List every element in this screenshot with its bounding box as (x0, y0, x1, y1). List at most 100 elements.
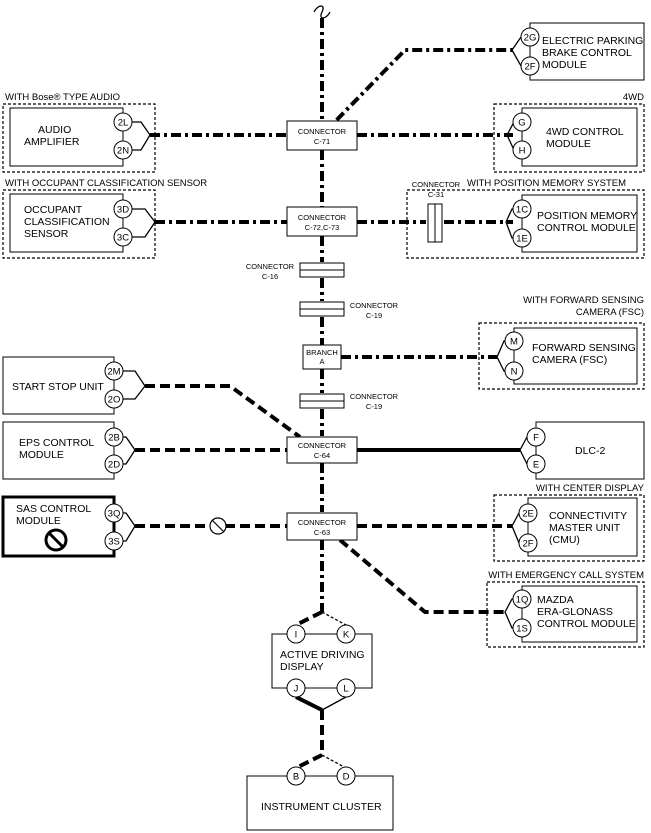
svg-text:START STOP UNIT: START STOP UNIT (12, 381, 104, 393)
module-dlc-2: DLC-2 F E (519, 421, 645, 480)
group-label-occupant: WITH OCCUPANT CLASSIFICATION SENSOR (5, 178, 207, 189)
pin-3c (113, 227, 133, 247)
svg-text:2D: 2D (108, 460, 120, 471)
pin-3d (113, 199, 133, 219)
pin-2o (104, 389, 124, 409)
pin-1s (512, 618, 532, 638)
svg-text:2O: 2O (108, 395, 121, 406)
pin-b (286, 766, 306, 786)
svg-text:WITH FORWARD SENSING: WITH FORWARD SENSING (523, 295, 644, 306)
pin-m (504, 331, 524, 351)
svg-text:H: H (519, 146, 526, 157)
group-emergency-call: WITH EMERGENCY CALL SYSTEM (486, 570, 645, 648)
svg-text:N: N (511, 367, 518, 378)
svg-text:E: E (533, 460, 539, 471)
svg-text:M: M (510, 337, 518, 348)
group-label-4wd: 4WD (623, 92, 644, 103)
group-label-bose: WITH Bose® TYPE AUDIO (5, 92, 120, 103)
pin-i (286, 624, 306, 644)
pin-e (526, 454, 546, 474)
svg-text:1S: 1S (516, 624, 528, 635)
pin-2m (104, 361, 124, 381)
svg-text:3Q: 3Q (108, 509, 121, 520)
main-trunk (313, 5, 331, 612)
svg-text:F: F (533, 433, 539, 444)
svg-text:3D: 3D (117, 205, 129, 216)
pin-3s (104, 531, 124, 551)
group-label-center-display: WITH CENTER DISPLAY (536, 483, 645, 494)
svg-text:J: J (294, 684, 299, 695)
svg-text:1C: 1C (516, 205, 528, 216)
group-label-fsc-1: WITH FORWARD SENSING (523, 295, 644, 306)
pin-1q (512, 589, 532, 609)
svg-text:2L: 2L (118, 118, 129, 129)
pin-2l (113, 112, 133, 132)
svg-text:WITH POSITION MEMORY SYSTEM: WITH POSITION MEMORY SYSTEM (467, 178, 626, 189)
group-4wd: 4WD (493, 92, 645, 173)
pin-2n (113, 140, 133, 160)
wire-break-symbol (313, 5, 331, 19)
group-bose-audio: WITH Bose® TYPE AUDIO (2, 92, 156, 173)
svg-text:2M: 2M (107, 367, 120, 378)
pin-2e (518, 503, 538, 523)
svg-text:DLC-2: DLC-2 (575, 445, 606, 457)
svg-text:I: I (295, 630, 298, 641)
svg-text:K: K (343, 630, 350, 641)
svg-text:2E: 2E (522, 509, 534, 520)
pin-2d (104, 454, 124, 474)
svg-text:3S: 3S (108, 537, 120, 548)
svg-text:1Q: 1Q (516, 595, 529, 606)
module-start-stop-unit: START STOP UNIT 2M 2O (2, 356, 146, 415)
group-label-fsc-2: CAMERA (FSC) (576, 307, 644, 318)
svg-text:2G: 2G (524, 33, 537, 44)
pin-3q (104, 503, 124, 523)
module-instrument-cluster: INSTRUMENT CLUSTER B D (246, 766, 394, 831)
not-used-icon (209, 517, 227, 535)
prohibited-icon (44, 528, 68, 552)
pin-h (512, 140, 532, 160)
svg-text:2N: 2N (117, 146, 129, 157)
pin-f (526, 427, 546, 447)
pin-k (336, 624, 356, 644)
svg-text:G: G (518, 118, 525, 129)
svg-text:2F: 2F (524, 62, 535, 73)
pin-2b (104, 427, 124, 447)
group-label-emergency: WITH EMERGENCY CALL SYSTEM (488, 570, 644, 581)
svg-text:1E: 1E (516, 234, 528, 245)
pin-2g (520, 27, 540, 47)
svg-text:L: L (343, 684, 348, 695)
svg-text:4WD: 4WD (623, 92, 644, 103)
svg-text:CAMERA (FSC): CAMERA (FSC) (576, 307, 644, 318)
svg-text:WITH EMERGENCY CALL SYSTEM: WITH EMERGENCY CALL SYSTEM (488, 570, 644, 581)
svg-text:D: D (343, 772, 350, 783)
